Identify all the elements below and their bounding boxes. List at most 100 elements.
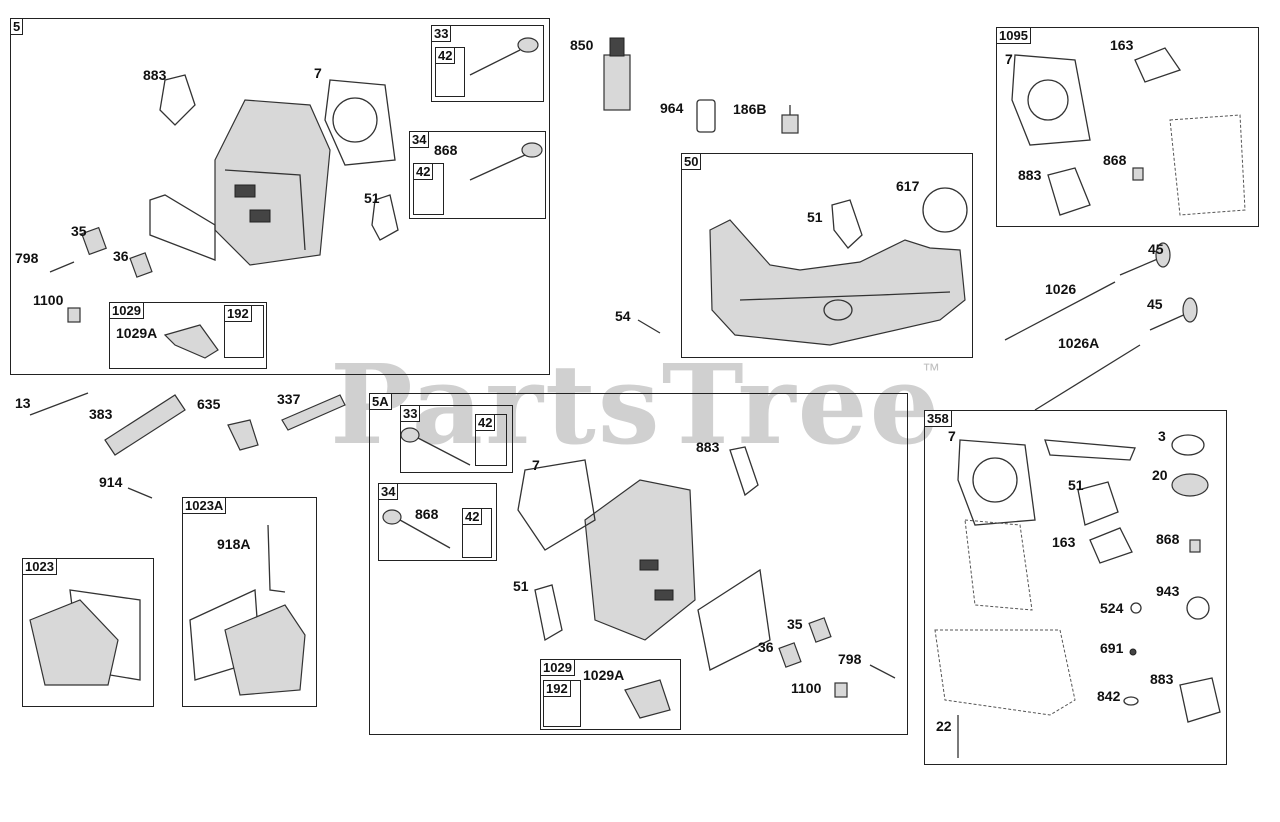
part-label-883: 883: [1150, 671, 1174, 687]
part-label-798: 798: [15, 250, 39, 266]
part-label-36: 36: [758, 639, 774, 655]
valve-drawing-a: [469, 37, 539, 76]
box-tag-1029: 1029: [109, 302, 144, 319]
part-label-883: 883: [143, 67, 167, 83]
part-label-186B: 186B: [733, 101, 767, 117]
bolt-54: [637, 319, 661, 334]
box-tag-1023: 1023: [22, 558, 57, 575]
rocker-arm-b: [624, 679, 671, 719]
gasket-set-358: [934, 434, 1221, 758]
part-label-7: 7: [532, 457, 540, 473]
part-label-842: 842: [1097, 688, 1121, 704]
box-tag-34: 34: [378, 483, 399, 500]
part-label-914: 914: [99, 474, 123, 490]
part-label-1100: 1100: [791, 680, 822, 696]
part-label-163: 163: [1110, 37, 1134, 53]
part-label-163: 163: [1052, 534, 1076, 550]
box-tag-358: 358: [924, 410, 952, 427]
valve-5A-b: [382, 509, 451, 549]
elbow-635: [227, 419, 259, 451]
part-label-45: 45: [1147, 296, 1163, 312]
sealant-tube-drawing: [603, 37, 631, 111]
box-tag-1029: 1029: [540, 659, 575, 676]
part-label-798: 798: [838, 651, 862, 667]
intake-manifold-drawing: [709, 219, 966, 346]
part-label-35: 35: [71, 223, 87, 239]
part-label-883: 883: [1018, 167, 1042, 183]
box-tag-1023A: 1023A: [182, 497, 227, 514]
part-label-13: 13: [15, 395, 31, 411]
part-label-691: 691: [1100, 640, 1124, 656]
part-label-7: 7: [948, 428, 956, 444]
part-label-1026: 1026: [1045, 281, 1077, 297]
part-label-20: 20: [1152, 467, 1168, 483]
assembly-box-192-a: 192: [224, 305, 264, 358]
pushrod-1026A: [1034, 344, 1141, 411]
bolt-914: [127, 487, 153, 499]
box-tag-42: 42: [462, 508, 483, 525]
trademark-symbol: ™: [922, 360, 940, 380]
part-label-7: 7: [314, 65, 322, 81]
valve-drawing-b: [469, 142, 543, 181]
assembly-box-42-d: 42: [462, 508, 492, 558]
gasket-51-a: [371, 194, 399, 241]
valve-5A-a: [400, 427, 471, 466]
assembly-box-42-b: 42: [413, 163, 444, 215]
gasket-drawing-a: [324, 79, 396, 166]
box-tag-5A: 5A: [369, 393, 392, 410]
part-label-383: 383: [89, 406, 113, 422]
part-label-36: 36: [113, 248, 129, 264]
clip-1100-a: [67, 307, 81, 323]
part-label-3: 3: [1158, 428, 1166, 444]
assembly-box-1029-b: 1029: [540, 659, 681, 730]
spring-36-a: [129, 252, 153, 278]
bolt-13: [29, 392, 89, 416]
clip-1100-b: [834, 682, 848, 698]
assembly-box-5A: 5A: [369, 393, 908, 735]
part-label-868: 868: [1103, 152, 1127, 168]
box-tag-33: 33: [431, 25, 452, 42]
assembly-box-34-5A: 34: [378, 483, 497, 561]
spring-35-a: [81, 226, 107, 256]
cylinder-head-drawing-b: [584, 479, 696, 641]
valve-45-b: [1149, 297, 1198, 331]
part-label-1100: 1100: [33, 292, 64, 308]
assembly-box-1023A: 1023A: [182, 497, 317, 707]
assembly-box-1023: 1023: [22, 558, 154, 707]
sleeve-964: [696, 99, 716, 133]
box-tag-50: 50: [681, 153, 702, 170]
part-label-51: 51: [807, 209, 823, 225]
part-label-1029A: 1029A: [116, 325, 158, 341]
rocker-arm-a: [163, 324, 219, 359]
part-label-51: 51: [1068, 477, 1084, 493]
part-label-51: 51: [364, 190, 380, 206]
part-label-868: 868: [1156, 531, 1180, 547]
valve-cover-1023: [29, 589, 141, 686]
assembly-box-34: 34: [409, 131, 546, 219]
assembly-box-33-5A: 33: [400, 405, 513, 473]
box-tag-42: 42: [413, 163, 434, 180]
assembly-box-1095: 1095: [996, 27, 1259, 227]
gasket-51-5A: [534, 584, 563, 642]
spring-36-b: [778, 642, 802, 668]
assembly-box-42-a: 42: [435, 47, 465, 97]
gasket-883-a: [159, 74, 196, 126]
gasket-set-1095: [1011, 47, 1246, 216]
part-label-868: 868: [434, 142, 458, 158]
cylinder-head-drawing: [214, 99, 331, 266]
gasket-51-b: [831, 199, 863, 249]
box-tag-33: 33: [400, 405, 421, 422]
part-label-35: 35: [787, 616, 803, 632]
part-label-54: 54: [615, 308, 631, 324]
part-label-45: 45: [1148, 241, 1164, 257]
assembly-box-33: 33: [431, 25, 544, 102]
oring-617: [922, 187, 968, 233]
valve-cover-gasket-b: [697, 568, 771, 671]
part-label-337: 337: [277, 391, 301, 407]
breather-186B: [781, 105, 799, 134]
part-label-1026A: 1026A: [1058, 335, 1100, 351]
gasket-883-5A: [729, 446, 759, 497]
pushrod-1026: [1004, 281, 1116, 341]
box-tag-42: 42: [435, 47, 456, 64]
part-label-943: 943: [1156, 583, 1180, 599]
